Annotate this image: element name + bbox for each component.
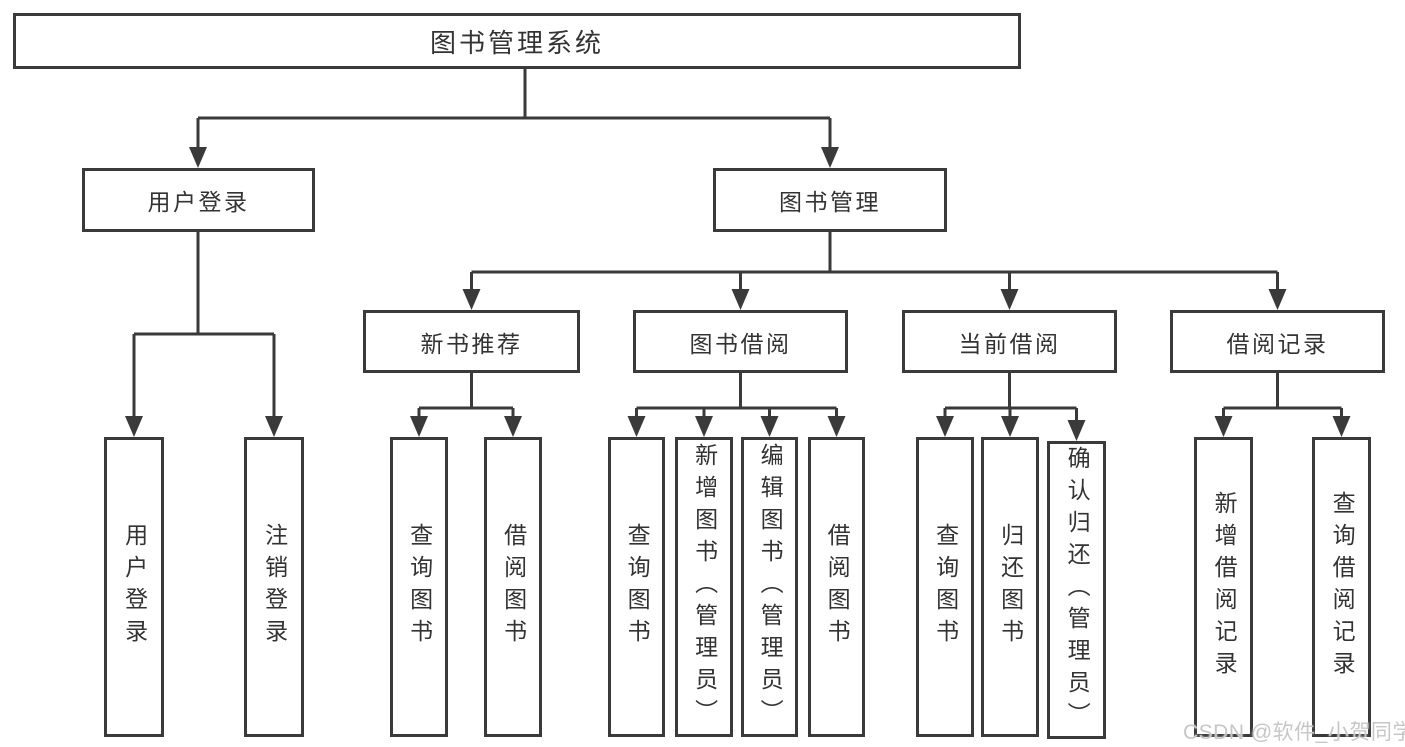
connector-lines (132, 69, 1343, 423)
arrowhead-icon (731, 289, 750, 310)
node-label: 查询图书 (406, 523, 433, 651)
connector (943, 373, 1078, 423)
arrowhead-icon (760, 416, 779, 437)
node-current-borrowing: 当前借阅 (902, 310, 1117, 373)
node-query-books-2: 查询图书 (608, 437, 665, 737)
connector (635, 373, 838, 419)
node-logout-leaf: 注销登录 (244, 437, 304, 737)
node-label: 注销登录 (261, 523, 288, 651)
arrowhead-icon (1000, 289, 1019, 310)
node-user-login-leaf: 用户登录 (104, 437, 164, 737)
node-label: 新书推荐 (420, 330, 523, 357)
node-return-books: 归还图书 (981, 437, 1039, 737)
node-add-borrow-record: 新增借阅记录 (1194, 437, 1253, 737)
node-label: 查询图书 (932, 523, 959, 651)
arrowhead-icon (827, 416, 846, 437)
connector (470, 232, 1279, 292)
node-label: 借阅图书 (500, 523, 527, 651)
node-library-management-system: 图书管理系统 (13, 13, 1021, 69)
connector (417, 373, 515, 419)
arrowhead-icon (504, 416, 522, 437)
node-borrowing-records: 借阅记录 (1170, 310, 1385, 373)
node-label: 借阅图书 (824, 523, 851, 651)
node-label: 归还图书 (997, 523, 1024, 651)
node-user-login: 用户登录 (82, 168, 315, 232)
node-query-books-1: 查询图书 (390, 437, 448, 737)
node-label: 当前借阅 (958, 330, 1061, 357)
node-new-book-recommend: 新书推荐 (363, 310, 580, 373)
node-label: 编辑图书（管理员） (757, 443, 784, 731)
node-label: 查询借阅记录 (1329, 491, 1356, 683)
node-borrow-books-2: 借阅图书 (808, 437, 865, 737)
arrowhead-icon (125, 416, 143, 437)
node-label: 用户登录 (147, 189, 250, 215)
node-add-books-admin: 新增图书（管理员） (675, 437, 733, 737)
node-label: 新增借阅记录 (1211, 491, 1238, 683)
arrowhead-icon (936, 416, 954, 437)
node-book-borrowing: 图书借阅 (633, 310, 848, 373)
arrowhead-icon (1001, 416, 1019, 437)
node-label: 用户登录 (121, 523, 148, 651)
arrowhead-icon (189, 147, 207, 168)
node-label: 图书借阅 (689, 330, 792, 357)
arrowhead-icon (627, 416, 646, 437)
arrowhead-icon (462, 289, 481, 310)
node-query-books-3: 查询图书 (916, 437, 974, 737)
connector (196, 69, 832, 150)
node-label: 确认归还（管理员） (1064, 446, 1091, 734)
node-label: 图书管理系统 (429, 27, 604, 58)
node-label: 新增图书（管理员） (691, 443, 718, 731)
node-label: 查询图书 (624, 523, 651, 651)
connector (132, 232, 276, 419)
connector (1222, 373, 1343, 419)
arrowhead-icon (1332, 416, 1351, 437)
arrowhead-icon (821, 147, 839, 168)
node-confirm-return-admin: 确认归还（管理员） (1047, 441, 1106, 739)
arrowhead-icon (1067, 420, 1086, 441)
node-edit-books-admin: 编辑图书（管理员） (741, 437, 798, 737)
node-label: 借阅记录 (1226, 330, 1329, 357)
watermark: CSDN @软件_小贺同学 (1183, 721, 1405, 744)
arrowhead-icon (695, 416, 713, 437)
arrowhead-icon (1268, 289, 1287, 310)
node-query-borrow-record: 查询借阅记录 (1312, 437, 1371, 737)
arrowhead-icon (410, 416, 428, 437)
arrowhead-icon (265, 416, 283, 437)
node-label: 图书管理 (779, 189, 881, 215)
arrowhead-icon (1214, 416, 1233, 437)
connector-arrowheads (125, 147, 1351, 441)
node-book-management: 图书管理 (713, 168, 947, 232)
node-borrow-books-1: 借阅图书 (484, 437, 542, 737)
